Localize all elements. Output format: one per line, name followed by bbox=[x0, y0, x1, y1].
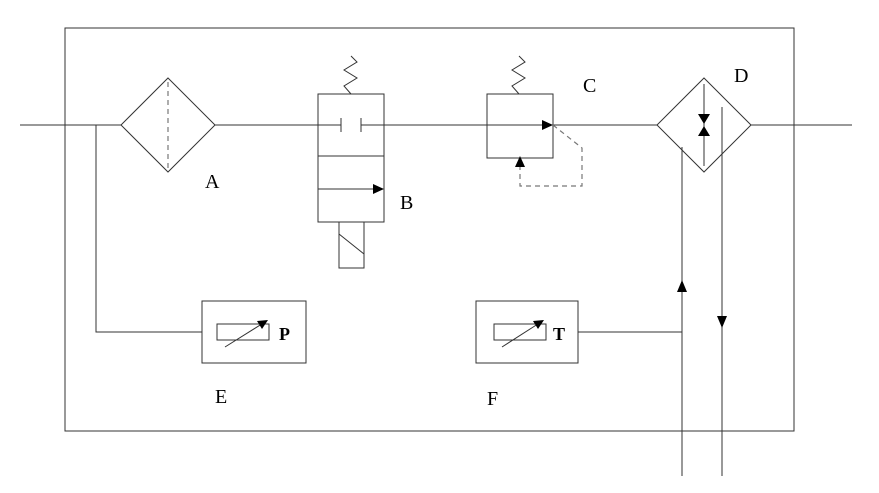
component-a-filter bbox=[120, 77, 216, 173]
label-e: E bbox=[215, 386, 227, 408]
label-d: D bbox=[734, 65, 748, 87]
label-f: F bbox=[487, 388, 498, 410]
label-a: A bbox=[205, 171, 220, 193]
branch-line-e bbox=[95, 125, 202, 333]
component-d-cooler bbox=[656, 77, 752, 173]
component-e-pressure-gauge bbox=[201, 300, 307, 364]
enclosure-frame bbox=[64, 27, 795, 432]
label-c: C bbox=[583, 75, 596, 97]
component-f-temperature-gauge bbox=[475, 300, 682, 364]
label-b: B bbox=[400, 192, 413, 214]
gauge-unit-p: P bbox=[279, 324, 290, 344]
coolant-lines bbox=[677, 107, 727, 476]
component-c-relief-valve bbox=[486, 55, 583, 187]
gauge-unit-t: T bbox=[553, 324, 565, 344]
component-b-solenoid-valve bbox=[317, 55, 385, 269]
